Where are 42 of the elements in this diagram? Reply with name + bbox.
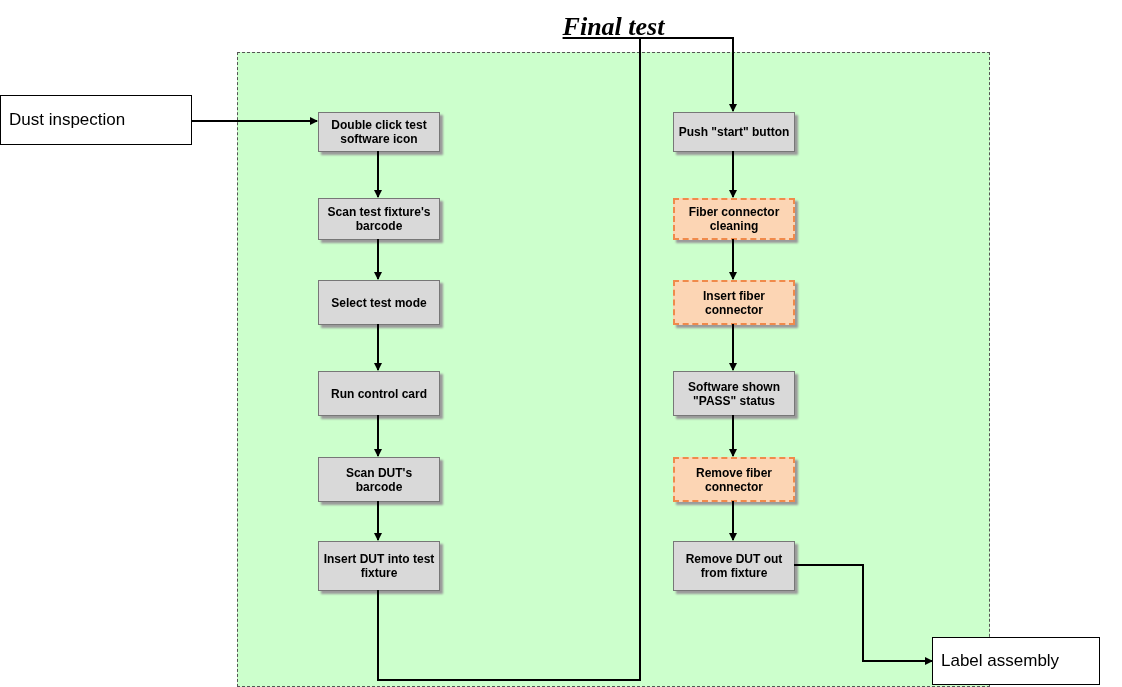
arrow	[377, 37, 737, 681]
box-label: Label assembly	[941, 652, 1060, 670]
box-label: Select test mode	[331, 295, 427, 310]
box-label: Insert fiber connector	[702, 288, 766, 317]
arrow	[729, 150, 737, 198]
box-label: Run control card	[331, 386, 427, 401]
box-label: Insert DUT into test fixture	[323, 552, 435, 580]
process-box	[318, 371, 440, 416]
arrow	[374, 150, 382, 198]
arrow	[729, 323, 737, 371]
box-label: Scan test fixture's barcode	[326, 205, 432, 233]
arrow	[793, 564, 933, 665]
group-title: Final test	[562, 11, 665, 43]
process-box	[673, 198, 795, 240]
process-box	[318, 198, 440, 240]
arrow	[191, 117, 318, 125]
process-box	[673, 371, 795, 416]
box-label: Dust inspection	[9, 111, 126, 129]
process-box	[318, 541, 440, 591]
arrow	[374, 238, 382, 280]
process-box	[673, 457, 795, 502]
arrow	[729, 500, 737, 541]
process-box	[673, 112, 795, 152]
box-label: Remove fiber connector	[695, 465, 773, 494]
arrow	[374, 323, 382, 371]
box-label: Software shown "PASS" status	[687, 379, 781, 408]
process-box	[318, 457, 440, 502]
external-process-box	[0, 95, 192, 145]
box-label: Push "start" button	[678, 125, 790, 139]
process-box	[318, 280, 440, 325]
arrow	[729, 238, 737, 280]
external-process-box	[932, 637, 1100, 685]
process-box	[673, 541, 795, 591]
box-label: Double click test software icon	[330, 118, 428, 146]
arrow	[374, 414, 382, 457]
box-label: Scan DUT's barcode	[344, 465, 414, 494]
arrow	[374, 500, 382, 541]
process-box	[673, 280, 795, 325]
box-label: Remove DUT out from fixture	[684, 552, 784, 580]
box-label: Fiber connector cleaning	[687, 205, 781, 233]
arrow	[729, 414, 737, 457]
process-box	[318, 112, 440, 152]
